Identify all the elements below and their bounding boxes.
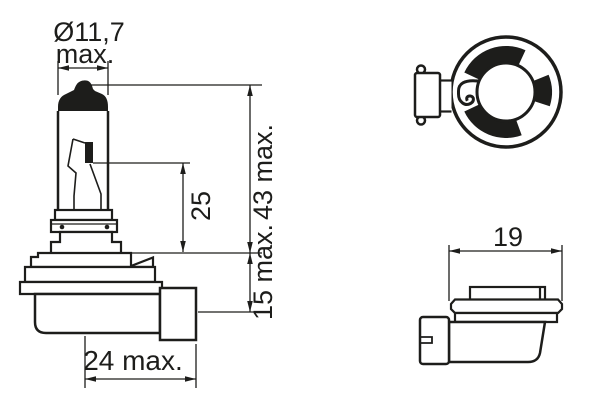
filament-support-wire-left (67, 138, 77, 211)
bulb-tip (58, 80, 108, 111)
arrowhead-left (85, 376, 96, 382)
bulb-rear-view (413, 35, 563, 149)
base-body-side (447, 320, 547, 364)
arrowhead-right (97, 65, 108, 71)
filament (85, 142, 93, 163)
dim-19-label: 19 (493, 222, 523, 252)
arrowhead-bottom (180, 241, 186, 252)
dim-15-label: 15 max. (248, 224, 278, 320)
base-body (33, 292, 162, 335)
ring-segment-right (532, 74, 552, 107)
ring-segment-bottom-left (464, 104, 522, 138)
bulb-base (18, 208, 198, 342)
keying-ring (464, 45, 552, 138)
dim-diameter-max: max. (56, 39, 115, 69)
bulb-base-side-view: 19 (418, 222, 564, 366)
tube-inner-circle (475, 61, 537, 123)
base-flange-lower (23, 265, 157, 284)
locking-hook (457, 79, 479, 106)
arrowhead-left (449, 248, 460, 254)
arrowhead-right (551, 248, 562, 254)
arrowhead-right (185, 376, 196, 382)
filament-support-wire-right (89, 163, 102, 211)
ring-segment-top-left (464, 45, 526, 80)
dimension-43-max: 43 max. (247, 85, 278, 253)
arrowhead-top (247, 253, 253, 264)
rivet-right (104, 224, 110, 230)
dimension-25: 25 (180, 163, 216, 252)
tab-latch-slot (421, 336, 433, 344)
tab-body (413, 71, 442, 119)
dim-25-label: 25 (186, 191, 216, 221)
filament-lead-top (72, 138, 86, 144)
connector-tab (158, 286, 198, 342)
bulb-side-view: Ø11,7 max. 25 43 max. 15 max. (18, 17, 278, 388)
side-connector-tab (418, 315, 451, 366)
arrowhead-left (58, 65, 69, 71)
tab-body (418, 315, 451, 366)
dim-24-label: 24 max. (83, 345, 183, 376)
dim-43-label: 43 max. (248, 124, 278, 220)
dimension-24-max: 24 max. (83, 336, 197, 388)
base-neck (49, 230, 123, 253)
dimension-15-max: 15 max. (247, 224, 278, 320)
base-step (18, 280, 164, 296)
dimension-diameter: Ø11,7 max. (53, 17, 125, 95)
filament-assembly (67, 138, 102, 211)
arrowhead-top (180, 163, 186, 174)
flange-wide-bar (449, 298, 564, 315)
base-collar (53, 208, 114, 222)
base-flange-upper (29, 251, 155, 269)
tab-joint-mask (441, 80, 452, 112)
dim-diameter-value: Ø11,7 (53, 17, 125, 47)
flange-top-plate (468, 285, 547, 302)
dimension-19: 19 (448, 222, 563, 301)
arrowhead-bottom (247, 242, 253, 253)
rear-connector-tab (413, 64, 452, 126)
arrowhead-top (247, 85, 253, 96)
rivet-left (59, 224, 65, 230)
flange-step-bar (453, 311, 559, 324)
arrowhead-bottom (247, 301, 253, 312)
glass-envelope (56, 111, 110, 211)
